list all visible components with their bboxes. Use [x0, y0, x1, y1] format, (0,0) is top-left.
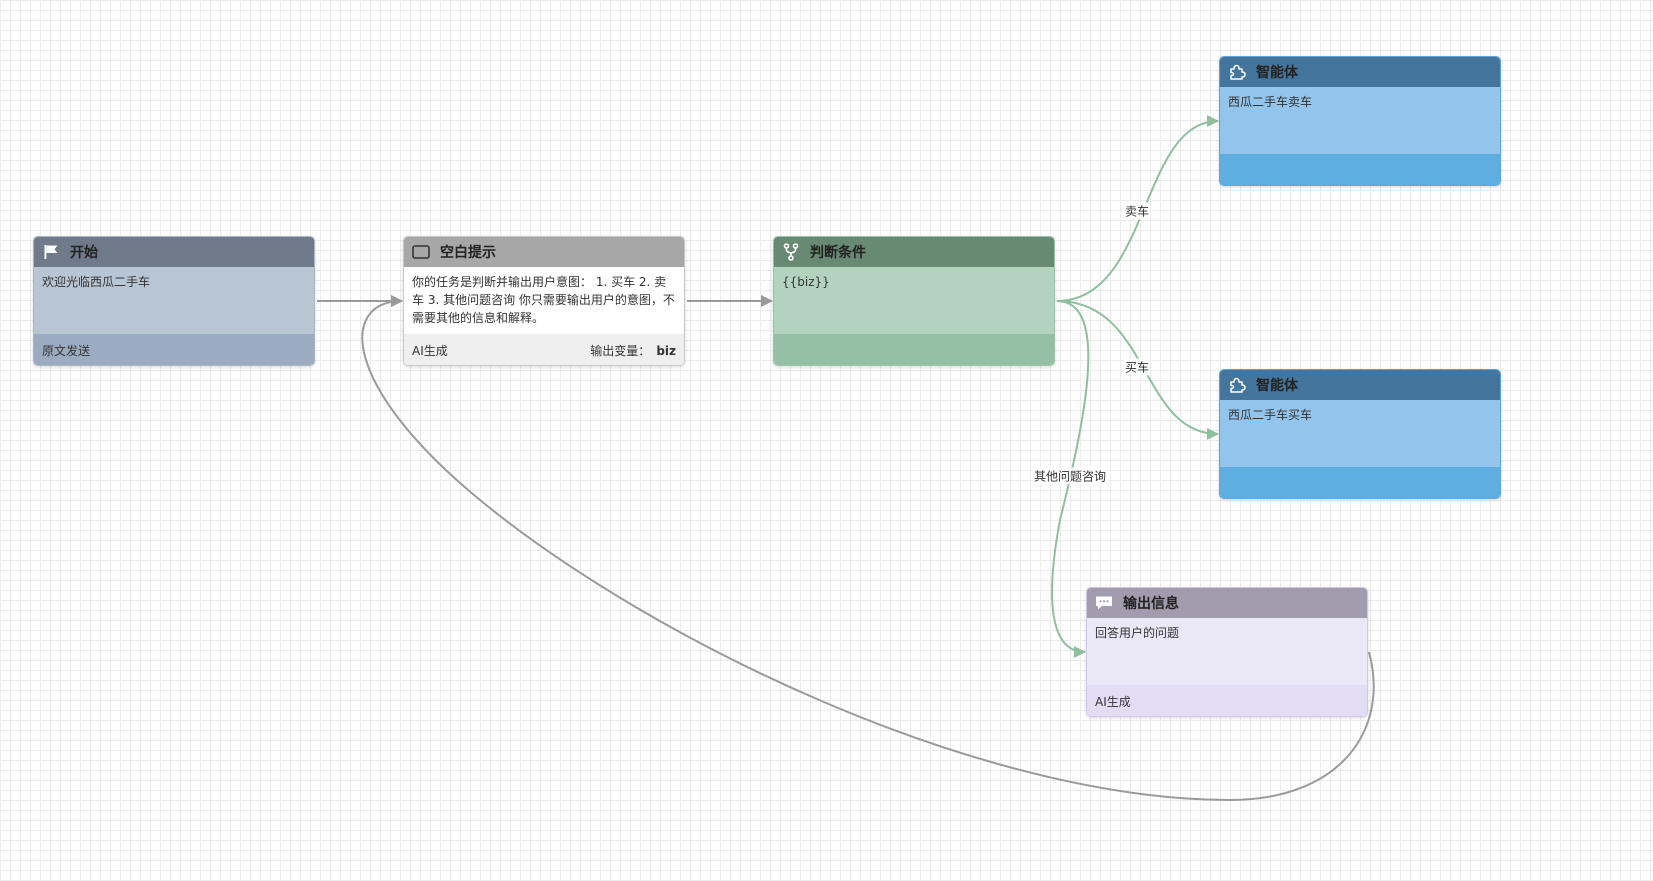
node-title: 开始 — [70, 245, 98, 261]
node-footer: AI生成 输出变量： biz — [404, 334, 684, 365]
node-header: 智能体 — [1220, 370, 1500, 400]
node-body: {{biz}} — [774, 267, 1054, 334]
node-title: 智能体 — [1256, 65, 1298, 81]
edge-label-buy: 买车 — [1123, 358, 1151, 376]
output-variable-label: 输出变量： — [590, 344, 651, 358]
node-title: 空白提示 — [440, 245, 496, 261]
node-blank-prompt[interactable]: 空白提示 你的任务是判断并输出用户意图： 1. 买车 2. 卖车 3. 其他问题… — [403, 236, 685, 366]
node-footer — [774, 334, 1054, 365]
node-footer: 原文发送 — [34, 334, 314, 365]
node-footer-mode: AI生成 — [1095, 695, 1131, 709]
node-footer: AI生成 — [1087, 685, 1367, 716]
node-footer-mode: AI生成 — [412, 344, 448, 358]
flag-icon — [42, 243, 60, 261]
node-body: 西瓜二手车卖车 — [1220, 87, 1500, 154]
puzzle-icon — [1228, 376, 1246, 394]
square-icon — [412, 243, 430, 261]
node-header: 判断条件 — [774, 237, 1054, 267]
node-footer — [1220, 154, 1500, 185]
output-variable-value: biz — [656, 344, 676, 358]
node-title: 输出信息 — [1123, 596, 1179, 612]
output-variable: 输出变量： biz — [590, 342, 676, 359]
node-footer-mode: 原文发送 — [42, 344, 91, 358]
node-start[interactable]: 开始 欢迎光临西瓜二手车 原文发送 — [33, 236, 315, 366]
node-condition[interactable]: 判断条件 {{biz}} — [773, 236, 1055, 366]
edge-label-other: 其他问题咨询 — [1032, 467, 1108, 485]
node-body: 西瓜二手车买车 — [1220, 400, 1500, 467]
node-header: 空白提示 — [404, 237, 684, 267]
node-header: 智能体 — [1220, 57, 1500, 87]
node-output-message[interactable]: 输出信息 回答用户的问题 AI生成 — [1086, 587, 1368, 717]
node-footer — [1220, 467, 1500, 498]
edge-condition-to-output[interactable] — [1051, 300, 1090, 658]
node-body: 回答用户的问题 — [1087, 618, 1367, 685]
puzzle-icon — [1228, 63, 1246, 81]
node-body: 你的任务是判断并输出用户意图： 1. 买车 2. 卖车 3. 其他问题咨询 你只… — [404, 267, 684, 334]
chat-icon — [1095, 594, 1113, 612]
node-title: 判断条件 — [810, 245, 866, 261]
node-body: 欢迎光临西瓜二手车 — [34, 267, 314, 334]
node-title: 智能体 — [1256, 378, 1298, 394]
node-header: 输出信息 — [1087, 588, 1367, 618]
node-agent-buy[interactable]: 智能体 西瓜二手车买车 — [1219, 369, 1501, 499]
edge-output-to-prompt-loop[interactable] — [361, 295, 1375, 802]
branch-icon — [782, 243, 800, 261]
edge-label-sell: 卖车 — [1123, 202, 1151, 220]
node-header: 开始 — [34, 237, 314, 267]
node-agent-sell[interactable]: 智能体 西瓜二手车卖车 — [1219, 56, 1501, 186]
